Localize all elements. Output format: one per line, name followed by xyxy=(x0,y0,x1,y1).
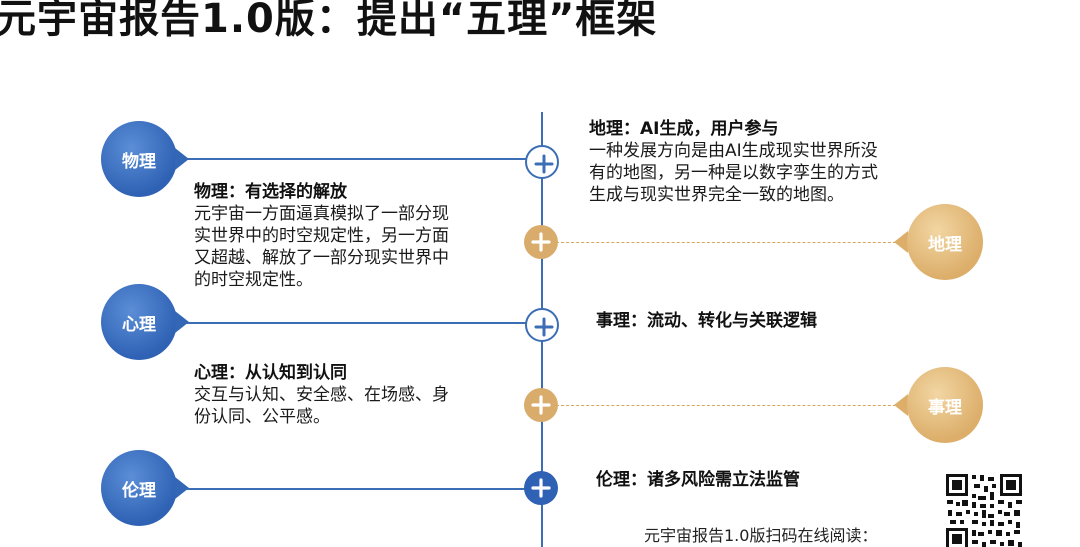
dili-line: 一种发展方向是由AI生成现实世界所没 xyxy=(589,141,878,161)
node-lunli: 伦理 xyxy=(101,450,177,526)
wuli-line: 的时空规定性。 xyxy=(194,270,313,290)
node-dili: 地理 xyxy=(907,204,983,280)
lunli-description: 伦理：诸多风险需立法监管 xyxy=(596,469,800,491)
dili-line: 生成与现实世界完全一致的地图。 xyxy=(589,185,844,205)
connector-xinli xyxy=(180,322,541,324)
lunli-heading: 伦理：诸多风险需立法监管 xyxy=(596,470,800,490)
connector-dili xyxy=(556,242,906,243)
connector-lunli xyxy=(180,488,541,490)
node-wuli: 物理 xyxy=(101,121,177,197)
node-xinli: 心理 xyxy=(101,284,177,360)
node-wuli-label: 物理 xyxy=(122,151,156,172)
page-title: 元宇宙报告1.0版：提出“五理”框架 xyxy=(0,0,658,42)
wuli-line: 元宇宙一方面逼真模拟了一部分现 xyxy=(194,204,449,224)
dili-description: 地理：AI生成，用户参与 一种发展方向是由AI生成现实世界所没 有的地图，另一种… xyxy=(589,118,878,206)
wuli-heading: 物理：有选择的解放 xyxy=(194,182,347,202)
xinli-description: 心理：从认知到认同 交互与认知、安全感、在场感、身 份认同、公平感。 xyxy=(194,362,449,428)
node-xinli-label: 心理 xyxy=(122,314,156,335)
connector-shili xyxy=(556,405,906,406)
wuli-line: 又超越、解放了一部分现实世界中 xyxy=(194,248,449,268)
plus-icon xyxy=(524,225,558,259)
plus-icon xyxy=(524,471,558,505)
wuli-line: 实世界中的时空规定性，另一方面 xyxy=(194,226,449,246)
xinli-line: 份认同、公平感。 xyxy=(194,407,330,427)
node-wuli-pointer xyxy=(175,148,189,170)
xinli-line: 交互与认知、安全感、在场感、身 xyxy=(194,385,449,405)
plus-icon xyxy=(524,388,558,422)
qr-caption: 元宇宙报告1.0版扫码在线阅读： xyxy=(644,526,878,545)
plus-icon xyxy=(525,145,559,179)
shili-heading: 事理：流动、转化与关联逻辑 xyxy=(596,311,817,331)
node-shili: 事理 xyxy=(907,367,983,443)
dili-line: 有的地图，另一种是以数字孪生的方式 xyxy=(589,163,878,183)
connector-wuli xyxy=(180,158,541,160)
wuli-description: 物理：有选择的解放 元宇宙一方面逼真模拟了一部分现 实世界中的时空规定性，另一方… xyxy=(194,181,449,291)
plus-icon xyxy=(525,308,559,342)
node-shili-label: 事理 xyxy=(928,397,962,418)
node-dili-pointer xyxy=(894,231,908,253)
xinli-heading: 心理：从认知到认同 xyxy=(194,363,347,383)
dili-heading: 地理：AI生成，用户参与 xyxy=(589,119,779,139)
node-lunli-pointer xyxy=(175,477,189,499)
node-shili-pointer xyxy=(894,394,908,416)
qr-code-icon[interactable] xyxy=(944,472,1024,547)
node-xinli-pointer xyxy=(175,311,189,333)
shili-description: 事理：流动、转化与关联逻辑 xyxy=(596,310,817,332)
node-dili-label: 地理 xyxy=(928,234,962,255)
node-lunli-label: 伦理 xyxy=(122,480,156,501)
